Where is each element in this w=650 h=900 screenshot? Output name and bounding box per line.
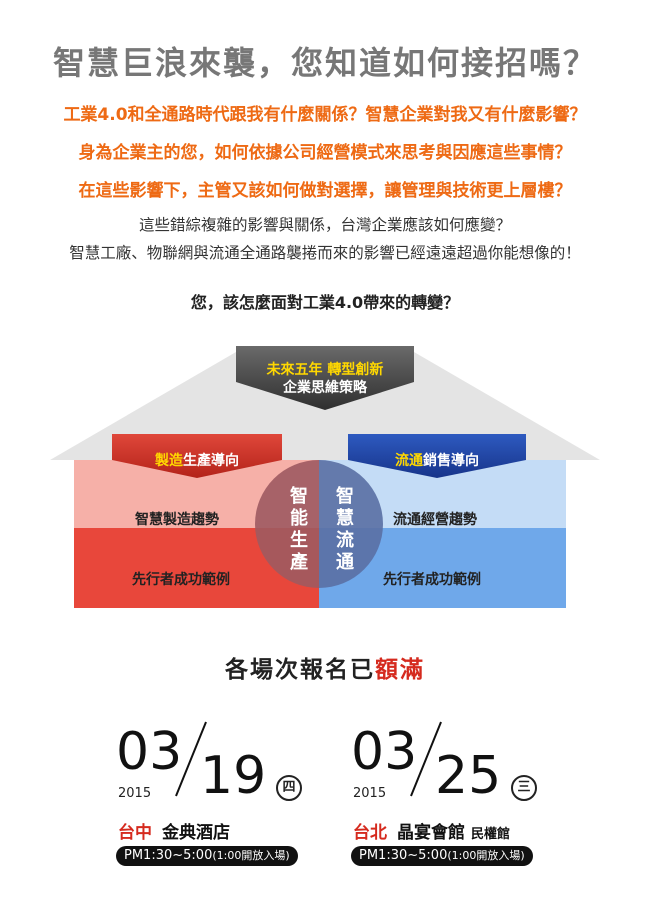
status-highlight: 額滿 — [375, 656, 425, 683]
registration-status: 各場次報名已額滿 — [0, 650, 650, 684]
event-venue-sub: 民權館 — [471, 827, 511, 842]
top-banner-text: 未來五年 轉型創新 企業思維策略 — [236, 361, 414, 397]
right-banner-highlight: 流通 — [395, 453, 423, 469]
date-slash — [175, 721, 207, 797]
event-time: PM1:30~5:00(1:00開放入場) — [351, 846, 533, 866]
body-line-2: 智慧工廠、物聯網與流通全通路襲捲而來的影響已經遠遠超過你能想像的！ — [69, 244, 581, 262]
event-day: 19 — [200, 746, 267, 806]
event-venue: 台中金典酒店 — [118, 818, 230, 843]
page-title: 智慧巨浪來襲，您知道如何接招嗎？ — [52, 44, 597, 82]
question-line-2: 身為企業主的您，如何依據公司經營模式來思考與因應這些事情？ — [78, 143, 572, 163]
right-item-2: 先行者成功範例 — [383, 572, 481, 588]
left-item-1: 智慧製造趨勢 — [135, 512, 219, 528]
event-city: 台北 — [353, 823, 387, 843]
right-banner-rest: 銷售導向 — [423, 453, 479, 469]
left-item-2: 先行者成功範例 — [132, 572, 230, 588]
event-city: 台中 — [118, 823, 152, 843]
question-line-1: 工業4.0和全通路時代跟我有什麼關係？智慧企業對我又有什麼影響？ — [63, 105, 587, 125]
event-year: 2015 — [118, 786, 152, 801]
body-line-1: 這些錯綜複雜的影響與關係，台灣企業應該如何應變？ — [138, 216, 511, 234]
diagram-graphic — [50, 346, 600, 608]
circle-left-text: 智能生產 — [287, 486, 308, 574]
event-taichung: 03 19 2015 四 台中金典酒店 PM1:30~5:00(1:00開放入場… — [110, 720, 330, 870]
event-year: 2015 — [353, 786, 387, 801]
event-time: PM1:30~5:00(1:00開放入場) — [116, 846, 298, 866]
event-month: 03 — [351, 722, 418, 782]
event-weekday: 三 — [511, 775, 537, 801]
date-slash — [410, 721, 442, 797]
event-venue: 台北晶宴會館民權館 — [353, 818, 510, 843]
left-banner-rest: 生產導向 — [183, 453, 239, 469]
right-banner-text: 流通銷售導向 — [348, 450, 526, 470]
top-banner-line1: 未來五年 轉型創新 — [266, 362, 384, 378]
event-time-note: (1:00開放入場) — [447, 849, 525, 862]
event-time-range: PM1:30~5:00 — [359, 848, 448, 863]
event-month: 03 — [116, 722, 183, 782]
circle-left-half — [255, 460, 319, 588]
status-text: 各場次報名已 — [225, 656, 375, 683]
left-banner-shape — [112, 434, 282, 478]
key-question: 您，該怎麼面對工業4.0帶來的轉變？ — [190, 293, 460, 312]
right-item-1: 流通經營趨勢 — [393, 512, 477, 528]
event-weekday: 四 — [276, 775, 302, 801]
top-banner-line2: 企業思維策略 — [283, 380, 367, 396]
top-banner-shape — [236, 346, 414, 410]
event-day: 25 — [435, 746, 502, 806]
event-taipei: 03 25 2015 三 台北晶宴會館民權館 PM1:30~5:00(1:00開… — [345, 720, 585, 870]
event-time-range: PM1:30~5:00 — [124, 848, 213, 863]
event-time-note: (1:00開放入場) — [212, 849, 290, 862]
event-venue-name: 金典酒店 — [162, 823, 230, 843]
right-banner-shape — [348, 434, 526, 478]
left-banner-text: 製造生產導向 — [112, 450, 282, 470]
left-banner-highlight: 製造 — [155, 453, 183, 469]
event-venue-name: 晶宴會館 — [397, 823, 465, 843]
circle-right-text: 智慧流通 — [333, 486, 354, 574]
question-line-3: 在這些影響下，主管又該如何做對選擇，讓管理與技術更上層樓？ — [78, 181, 572, 201]
strategy-diagram: 未來五年 轉型創新 企業思維策略 製造生產導向 流通銷售導向 智慧製造趨勢 先行… — [0, 340, 650, 620]
circle-right-half — [319, 460, 383, 588]
